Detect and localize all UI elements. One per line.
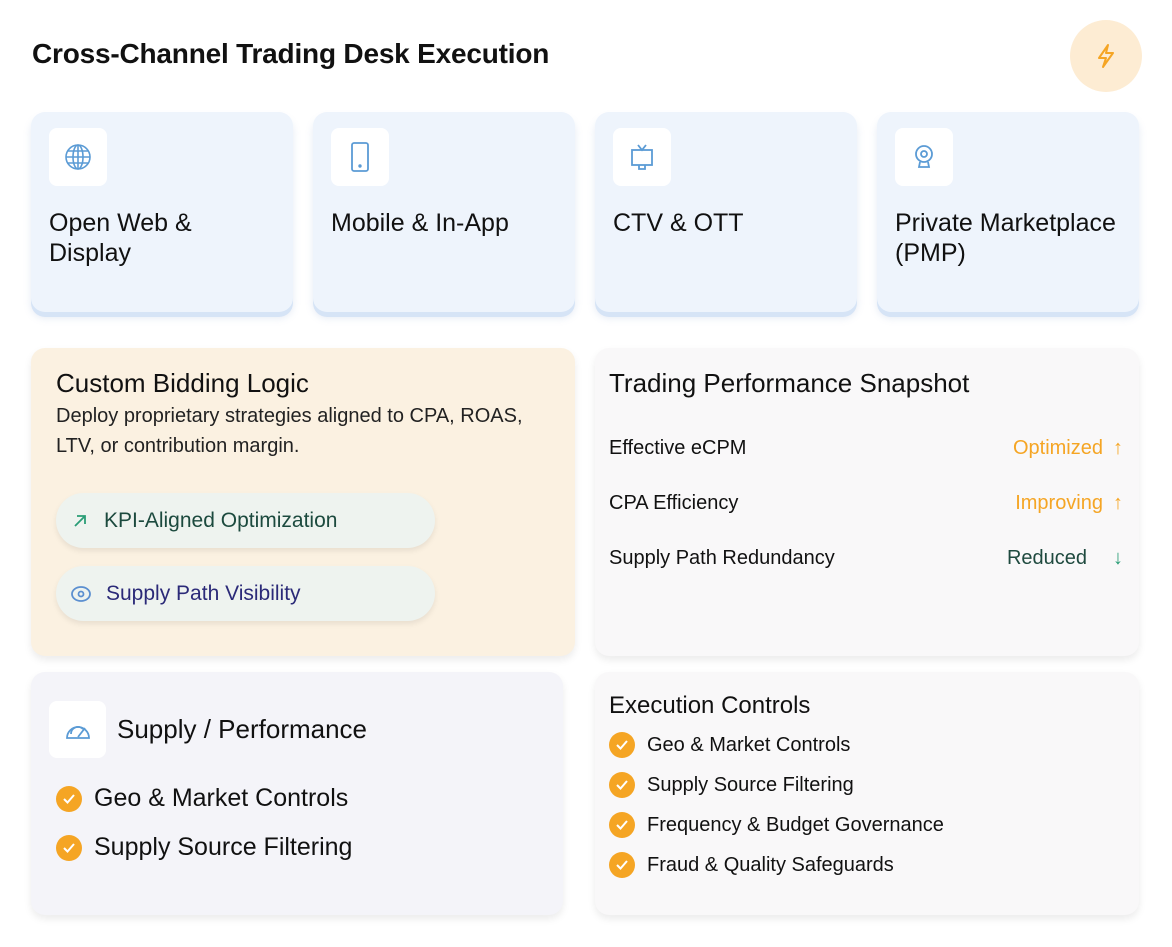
panel-title: Trading Performance Snapshot [609, 368, 970, 398]
supply-performance-panel: Supply / Performance Geo & Market Contro… [31, 672, 563, 915]
pill-kpi-aligned-optimization[interactable]: KPI-Aligned Optimization [56, 493, 435, 548]
quick-action-button[interactable] [1070, 20, 1142, 92]
pill-label: Supply Path Visibility [106, 581, 301, 605]
channel-card-pmp[interactable]: Private Marketplace (PMP) [877, 112, 1139, 312]
metric-value: Improving [1015, 492, 1103, 514]
gauge-icon [65, 725, 90, 739]
metric-value: Optimized [1012, 437, 1103, 459]
custom-bidding-panel: Custom Bidding Logic Deploy proprietary … [31, 348, 575, 656]
metric-label: CPA Efficiency [609, 492, 739, 514]
metric-value: Reduced [1006, 547, 1087, 569]
check-label: Fraud & Quality Safeguards [647, 853, 894, 876]
check-label: Frequency & Budget Governance [647, 813, 944, 836]
check-label: Supply Source Filtering [647, 773, 854, 796]
metric-label: Supply Path Redundancy [609, 547, 835, 569]
eye-icon [71, 585, 91, 602]
check-icon [609, 732, 635, 758]
channel-label: Private Marketplace (PMP) [895, 209, 1116, 267]
check-icon [609, 852, 635, 878]
check-label: Geo & Market Controls [647, 733, 851, 756]
check-item: Geo & Market Controls [56, 784, 545, 813]
metric-row: Effective eCPM Optimized ↑ [609, 437, 1123, 460]
channel-label: CTV & OTT [613, 209, 744, 237]
metric-row: Supply Path Redundancy Reduced ↓ [609, 547, 1123, 570]
check-item: Fraud & Quality Safeguards [609, 852, 1125, 878]
pill-supply-path-visibility[interactable]: Supply Path Visibility [56, 566, 435, 621]
metric-row: CPA Efficiency Improving ↑ [609, 492, 1123, 515]
lightning-bolt-icon [1098, 44, 1114, 68]
panel-description: Deploy proprietary strategies aligned to… [56, 405, 523, 457]
check-item: Supply Source Filtering [609, 772, 1125, 798]
check-label: Supply Source Filtering [94, 833, 353, 861]
check-icon [56, 834, 82, 861]
execution-controls-panel: Execution Controls Geo & Market Controls… [595, 672, 1139, 915]
smartphone-icon [351, 142, 369, 172]
channel-card-mobile[interactable]: Mobile & In-App [313, 112, 575, 312]
check-icon [609, 812, 635, 838]
page-title: Cross-Channel Trading Desk Execution [32, 38, 550, 69]
arrow-up-icon: ↑ [1113, 492, 1123, 514]
panel-title: Execution Controls [609, 692, 811, 719]
channel-label: Open Web & Display [49, 209, 192, 267]
channel-card-ctv[interactable]: CTV & OTT [595, 112, 857, 312]
arrow-up-right-icon [74, 514, 86, 527]
performance-snapshot-panel: Trading Performance Snapshot Effective e… [595, 348, 1139, 656]
panel-title: Supply / Performance [117, 714, 368, 744]
panel-title: Custom Bidding Logic [56, 368, 309, 398]
pill-label: KPI-Aligned Optimization [104, 508, 338, 532]
channel-card-open-web[interactable]: Open Web & Display [31, 112, 293, 312]
metric-label: Effective eCPM [609, 437, 747, 459]
globe-icon [65, 144, 91, 170]
check-item: Supply Source Filtering [56, 833, 545, 862]
arrow-down-icon: ↓ [1113, 547, 1123, 569]
check-icon [56, 785, 82, 812]
webcam-icon [915, 145, 933, 168]
check-label: Geo & Market Controls [94, 784, 349, 812]
check-item: Geo & Market Controls [609, 732, 1125, 758]
channel-label: Mobile & In-App [331, 209, 509, 237]
check-item: Frequency & Budget Governance [609, 812, 1125, 838]
tv-icon [631, 144, 653, 170]
arrow-up-icon: ↑ [1113, 437, 1123, 459]
check-icon [609, 772, 635, 798]
